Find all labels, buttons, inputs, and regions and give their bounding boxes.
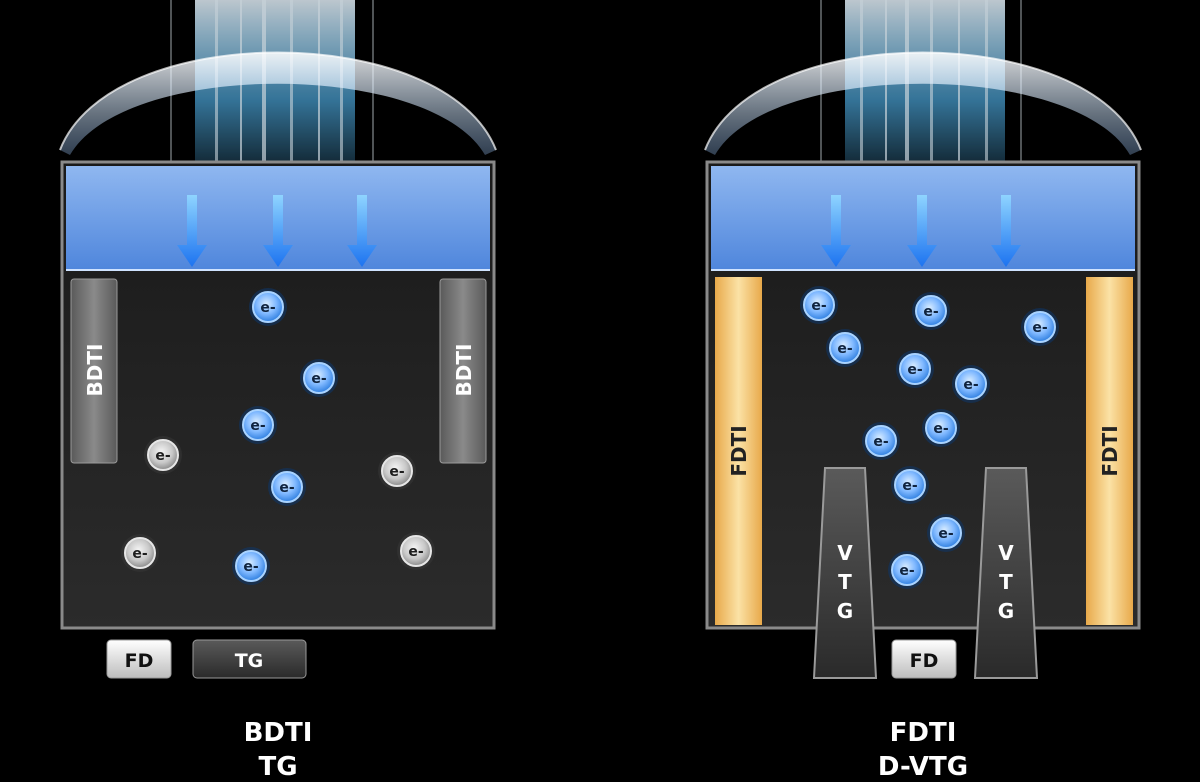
svg-text:e-: e- <box>899 563 914 579</box>
svg-text:e-: e- <box>250 418 265 434</box>
isolation-label: BDTI <box>83 344 107 397</box>
electrons-lost-left: e- e- e- e- <box>121 436 435 572</box>
pixel-structure-diagram: BDTI BDTI e- e- e- e- <box>59 0 1142 679</box>
electron-blue: e- <box>888 551 926 589</box>
isolation-wall-right-a <box>715 277 762 625</box>
svg-text:e-: e- <box>155 448 170 464</box>
transfer-gate-left: TG <box>192 639 307 679</box>
electron-blue: e- <box>891 466 929 504</box>
svg-text:V: V <box>998 541 1014 565</box>
electron-gray: e- <box>121 534 159 572</box>
electron-blue: e- <box>249 288 287 326</box>
isolation-wall-left-a <box>70 278 118 464</box>
svg-text:e-: e- <box>873 434 888 450</box>
panel-bdti: BDTI BDTI e- e- e- e- <box>59 0 497 679</box>
electrons-stored-left: e- e- e- e- e- <box>232 288 338 585</box>
electron-blue: e- <box>239 406 277 444</box>
panel-subtitle-fdti: D-VTG <box>877 752 969 782</box>
svg-text:G: G <box>998 599 1014 623</box>
floating-diffusion-right: FD <box>891 639 957 679</box>
svg-text:e-: e- <box>907 362 922 378</box>
svg-text:e-: e- <box>279 480 294 496</box>
isolation-wall-left-b <box>439 278 487 464</box>
electron-blue: e- <box>862 422 900 460</box>
incident-light-arrows-right <box>821 195 1021 267</box>
svg-text:TG: TG <box>235 650 264 672</box>
electron-gray: e- <box>397 532 435 570</box>
isolation-wall-right-b <box>1086 277 1133 625</box>
svg-text:e-: e- <box>311 371 326 387</box>
svg-text:e-: e- <box>837 341 852 357</box>
svg-text:e-: e- <box>389 464 404 480</box>
svg-text:e-: e- <box>260 300 275 316</box>
svg-text:e-: e- <box>132 546 147 562</box>
svg-text:e-: e- <box>902 478 917 494</box>
svg-text:G: G <box>837 599 853 623</box>
electron-blue: e- <box>922 409 960 447</box>
electrons-stored-right: e- e- e- e- e- e- e- e- e- e- e- <box>800 286 1059 589</box>
incident-light-arrows-left <box>177 195 377 267</box>
svg-text:FD: FD <box>125 650 154 672</box>
svg-text:e-: e- <box>811 298 826 314</box>
svg-text:T: T <box>838 570 852 594</box>
panel-title-bdti: BDTI <box>243 718 313 748</box>
electron-blue: e- <box>826 329 864 367</box>
electron-blue: e- <box>232 547 270 585</box>
svg-text:e-: e- <box>408 544 423 560</box>
electron-blue: e- <box>896 350 934 388</box>
svg-text:FD: FD <box>910 650 939 672</box>
microlens-left <box>60 52 496 155</box>
svg-text:e-: e- <box>923 304 938 320</box>
floating-diffusion-left: FD <box>106 639 172 679</box>
vertical-transfer-gate-a: V T G <box>812 467 878 679</box>
electron-blue: e- <box>800 286 838 324</box>
svg-text:e-: e- <box>243 559 258 575</box>
svg-text:e-: e- <box>938 526 953 542</box>
svg-text:e-: e- <box>933 421 948 437</box>
isolation-label: FDTI <box>1098 425 1122 476</box>
electron-gray: e- <box>378 452 416 490</box>
isolation-label: BDTI <box>452 344 476 397</box>
svg-text:e-: e- <box>1032 320 1047 336</box>
svg-text:T: T <box>999 570 1013 594</box>
vertical-transfer-gate-b: V T G <box>973 467 1039 679</box>
electron-blue: e- <box>952 365 990 403</box>
electron-gray: e- <box>144 436 182 474</box>
isolation-label: FDTI <box>727 425 751 476</box>
panel-title-fdti: FDTI <box>889 718 957 748</box>
electron-blue: e- <box>268 468 306 506</box>
electron-blue: e- <box>1021 308 1059 346</box>
panel-fdti: FDTI FDTI V T G V T G e- e- e- e- e- e- … <box>704 0 1142 679</box>
microlens-right <box>705 52 1141 155</box>
electron-blue: e- <box>912 292 950 330</box>
svg-text:V: V <box>837 541 853 565</box>
electron-blue: e- <box>927 514 965 552</box>
electron-blue: e- <box>300 359 338 397</box>
panel-subtitle-bdti: TG <box>258 752 298 782</box>
svg-text:e-: e- <box>963 377 978 393</box>
